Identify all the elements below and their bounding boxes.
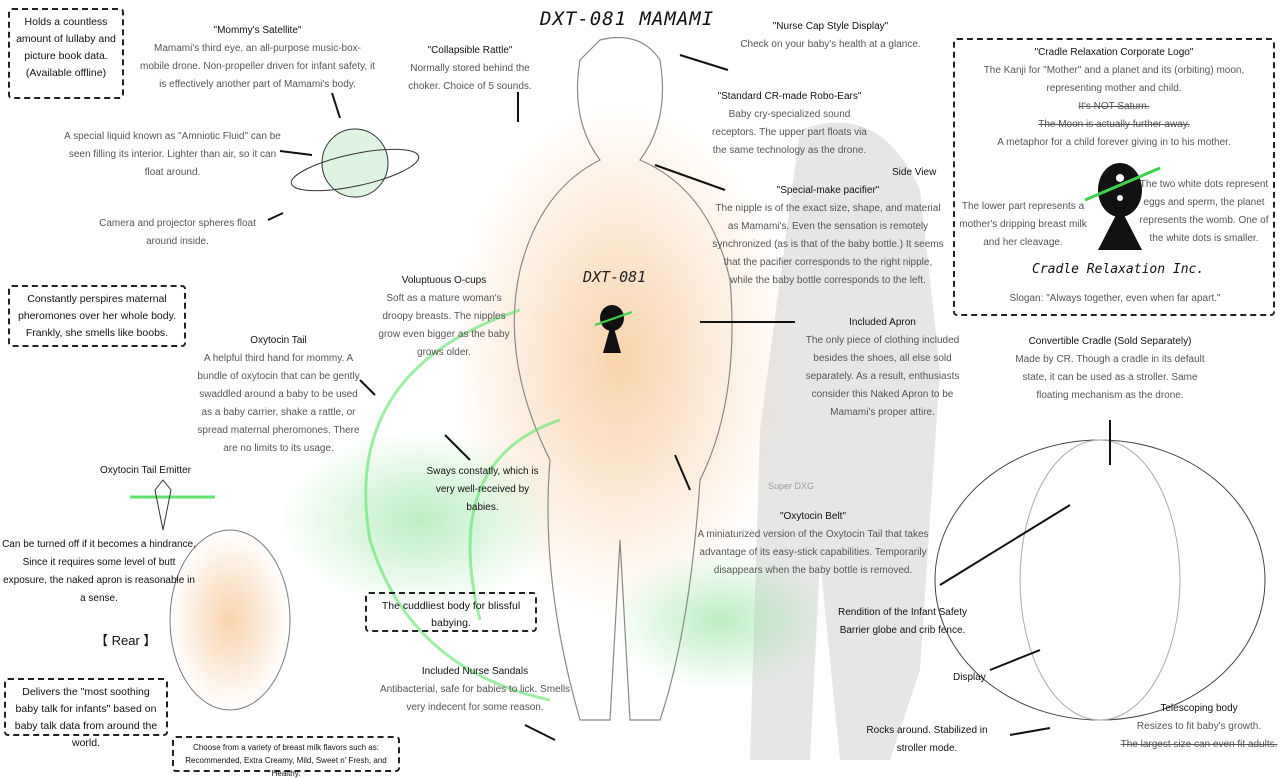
page-title: DXT-081 MAMAMI	[540, 8, 715, 30]
sways-note: Sways constatly, which is very well-rece…	[426, 466, 539, 513]
satellite-heading: "Mommy's Satellite"	[213, 25, 302, 36]
rear-label: 【 Rear 】	[95, 633, 157, 648]
display-note: Display	[953, 672, 986, 683]
tail-body: A helpful third hand for mommy. A bundle…	[197, 353, 360, 454]
chest-logo-icon	[594, 305, 633, 353]
tail-glow	[280, 430, 560, 610]
sandals-body: Antibacterial, safe for babies to lick. …	[379, 684, 571, 713]
emitter-body: Can be turned off if it becomes a hindra…	[2, 539, 196, 604]
nurse-cap-heading: "Nurse Cap Style Display"	[772, 21, 889, 32]
emitter-icon	[154, 479, 172, 531]
nurse-cap-note: "Nurse Cap Style Display" Check on your b…	[728, 18, 933, 54]
nurse-cap-body: Check on your baby's health at a glance.	[740, 39, 921, 50]
fluid-note: A special liquid known as "Amniotic Flui…	[64, 131, 281, 178]
note-cuddliest: The cuddliest body for blissful babying.	[365, 592, 537, 632]
apron-heading: Included Apron	[849, 317, 916, 328]
belt-note: "Oxytocin Belt" A miniaturized version of…	[682, 508, 944, 580]
rattle-heading: "Collapsible Rattle"	[427, 45, 513, 56]
chest-label: DXT-081	[583, 268, 647, 286]
satellite-note: "Mommy's Satellite" Mamami's third eye, a…	[140, 22, 375, 94]
satellite-ring	[290, 148, 420, 192]
spheres-note: Camera and projector spheres float aroun…	[99, 218, 256, 247]
slogan: Slogan: "Always together, even when far …	[1009, 293, 1221, 304]
tail-heading: Oxytocin Tail	[250, 335, 307, 346]
belt-glow	[610, 550, 830, 690]
belt-body: A miniaturized version of the Oxytocin T…	[697, 529, 929, 576]
pacifier-note: "Special-make pacifier" The nipple is of …	[712, 182, 944, 290]
robo-ears-body: Baby cry-specialized sound receptors. Th…	[712, 109, 867, 156]
callout-arrows	[267, 54, 1111, 741]
rattle-note: "Collapsible Rattle" Normally stored behi…	[395, 42, 545, 96]
logo-struck-2: The Moon is actually further away.	[1038, 119, 1190, 130]
flavors-line-2: Recommended, Extra Creamy, Mild, Sweet n…	[185, 756, 387, 778]
cradle-globe-inner	[1019, 439, 1181, 721]
cr-logo-icon	[1084, 163, 1161, 250]
logo-box: "Cradle Relaxation Corporate Logo" The K…	[953, 38, 1275, 316]
pacifier-heading: "Special-make pacifier"	[776, 185, 880, 196]
side-view-label: Side View	[892, 167, 937, 178]
telescoping-struck: The largest size can even fit adults.	[1120, 739, 1278, 750]
rear-view	[169, 529, 291, 711]
emitter-heading: Oxytocin Tail Emitter	[100, 465, 191, 476]
company-name: Cradle Relaxation Inc.	[1032, 262, 1205, 277]
cradle-note: Convertible Cradle (Sold Separately) Made…	[1005, 333, 1215, 405]
o-cups-body: Soft as a mature woman's droopy breasts.…	[378, 293, 510, 358]
signature: Super DXG	[768, 481, 815, 491]
telescoping-body: Resizes to fit baby's growth.	[1136, 721, 1262, 732]
rattle-body: Normally stored behind the choker. Choic…	[408, 63, 532, 92]
cradle-heading: Convertible Cradle (Sold Separately)	[1028, 336, 1192, 347]
o-cups-heading: Voluptuous O-cups	[401, 275, 487, 286]
pacifier-body: The nipple is of the exact size, shape, …	[712, 203, 944, 286]
logo-struck-1: It's NOT Saturn.	[1078, 101, 1150, 112]
barrier-note: Rendition of the Infant Safety Barrier g…	[838, 607, 967, 636]
cradle-body: Made by CR. Though a cradle in its defau…	[1015, 354, 1205, 401]
rocks-note: Rocks around. Stabilized in stroller mod…	[866, 725, 988, 754]
logo-right-note: The two white dots represent eggs and sp…	[1139, 179, 1269, 244]
flavors-line-1: Choose from a variety of breast milk fla…	[193, 743, 379, 752]
note-flavors: Choose from a variety of breast milk fla…	[172, 736, 400, 778]
logo-left-note: The lower part represents a mother's dri…	[959, 201, 1087, 248]
note-lullaby: Holds a countless amount of lullaby and …	[8, 8, 124, 99]
oxytocin-tail	[364, 308, 561, 702]
sandals-heading: Included Nurse Sandals	[421, 666, 529, 677]
apron-body: The only piece of clothing included besi…	[805, 335, 960, 418]
logo-line-1: The Kanji for "Mother" and a planet and …	[983, 65, 1245, 94]
satellite-body: Mamami's third eye, an all-purpose music…	[140, 43, 375, 90]
figure-outline	[513, 36, 733, 721]
logo-heading: "Cradle Relaxation Corporate Logo"	[1034, 47, 1194, 58]
tail-note: Oxytocin Tail A helpful third hand for mo…	[196, 332, 361, 458]
note-baby-talk: Delivers the "most soothing baby talk fo…	[4, 678, 168, 749]
robo-ears-note: "Standard CR-made Robo-Ears" Baby cry-spe…	[712, 88, 867, 160]
logo-line-2: A metaphor for a child forever giving in…	[997, 137, 1231, 148]
robo-ears-heading: "Standard CR-made Robo-Ears"	[717, 91, 862, 102]
belt-heading: "Oxytocin Belt"	[779, 511, 846, 522]
telescoping-heading: Telescoping body	[1160, 703, 1238, 714]
note-pheromones: Constantly perspires maternal pheromones…	[8, 285, 186, 347]
